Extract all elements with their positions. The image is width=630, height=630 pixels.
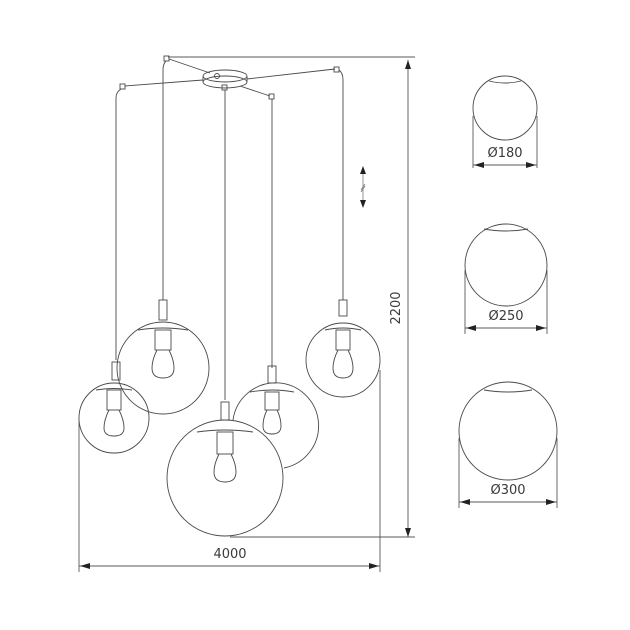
adjustable-height-arrows-icon: [360, 166, 366, 208]
width-dimension-label: 4000: [213, 547, 246, 562]
pendant-globe-1: [116, 299, 210, 415]
pendant-globe-3: [166, 401, 284, 537]
pendant-globe-2: [78, 361, 150, 454]
shade-detail-300: Ø300: [458, 381, 558, 508]
shade-detail-180: Ø180: [472, 75, 538, 168]
cables: [115, 58, 344, 400]
shade-180-label: Ø180: [487, 146, 522, 161]
height-dimension-label: 2200: [389, 291, 404, 324]
shade-300-label: Ø300: [490, 483, 525, 498]
ceiling-canopy: [202, 69, 248, 89]
height-dimension: 2200: [168, 56, 415, 538]
shade-250-label: Ø250: [488, 309, 523, 324]
width-dimension: 4000: [78, 370, 381, 572]
pendant-globe-5: [305, 299, 381, 398]
pendant-globe-4: [232, 365, 320, 469]
shade-detail-250: Ø250: [464, 223, 548, 334]
ceiling-anchors: [119, 55, 340, 100]
